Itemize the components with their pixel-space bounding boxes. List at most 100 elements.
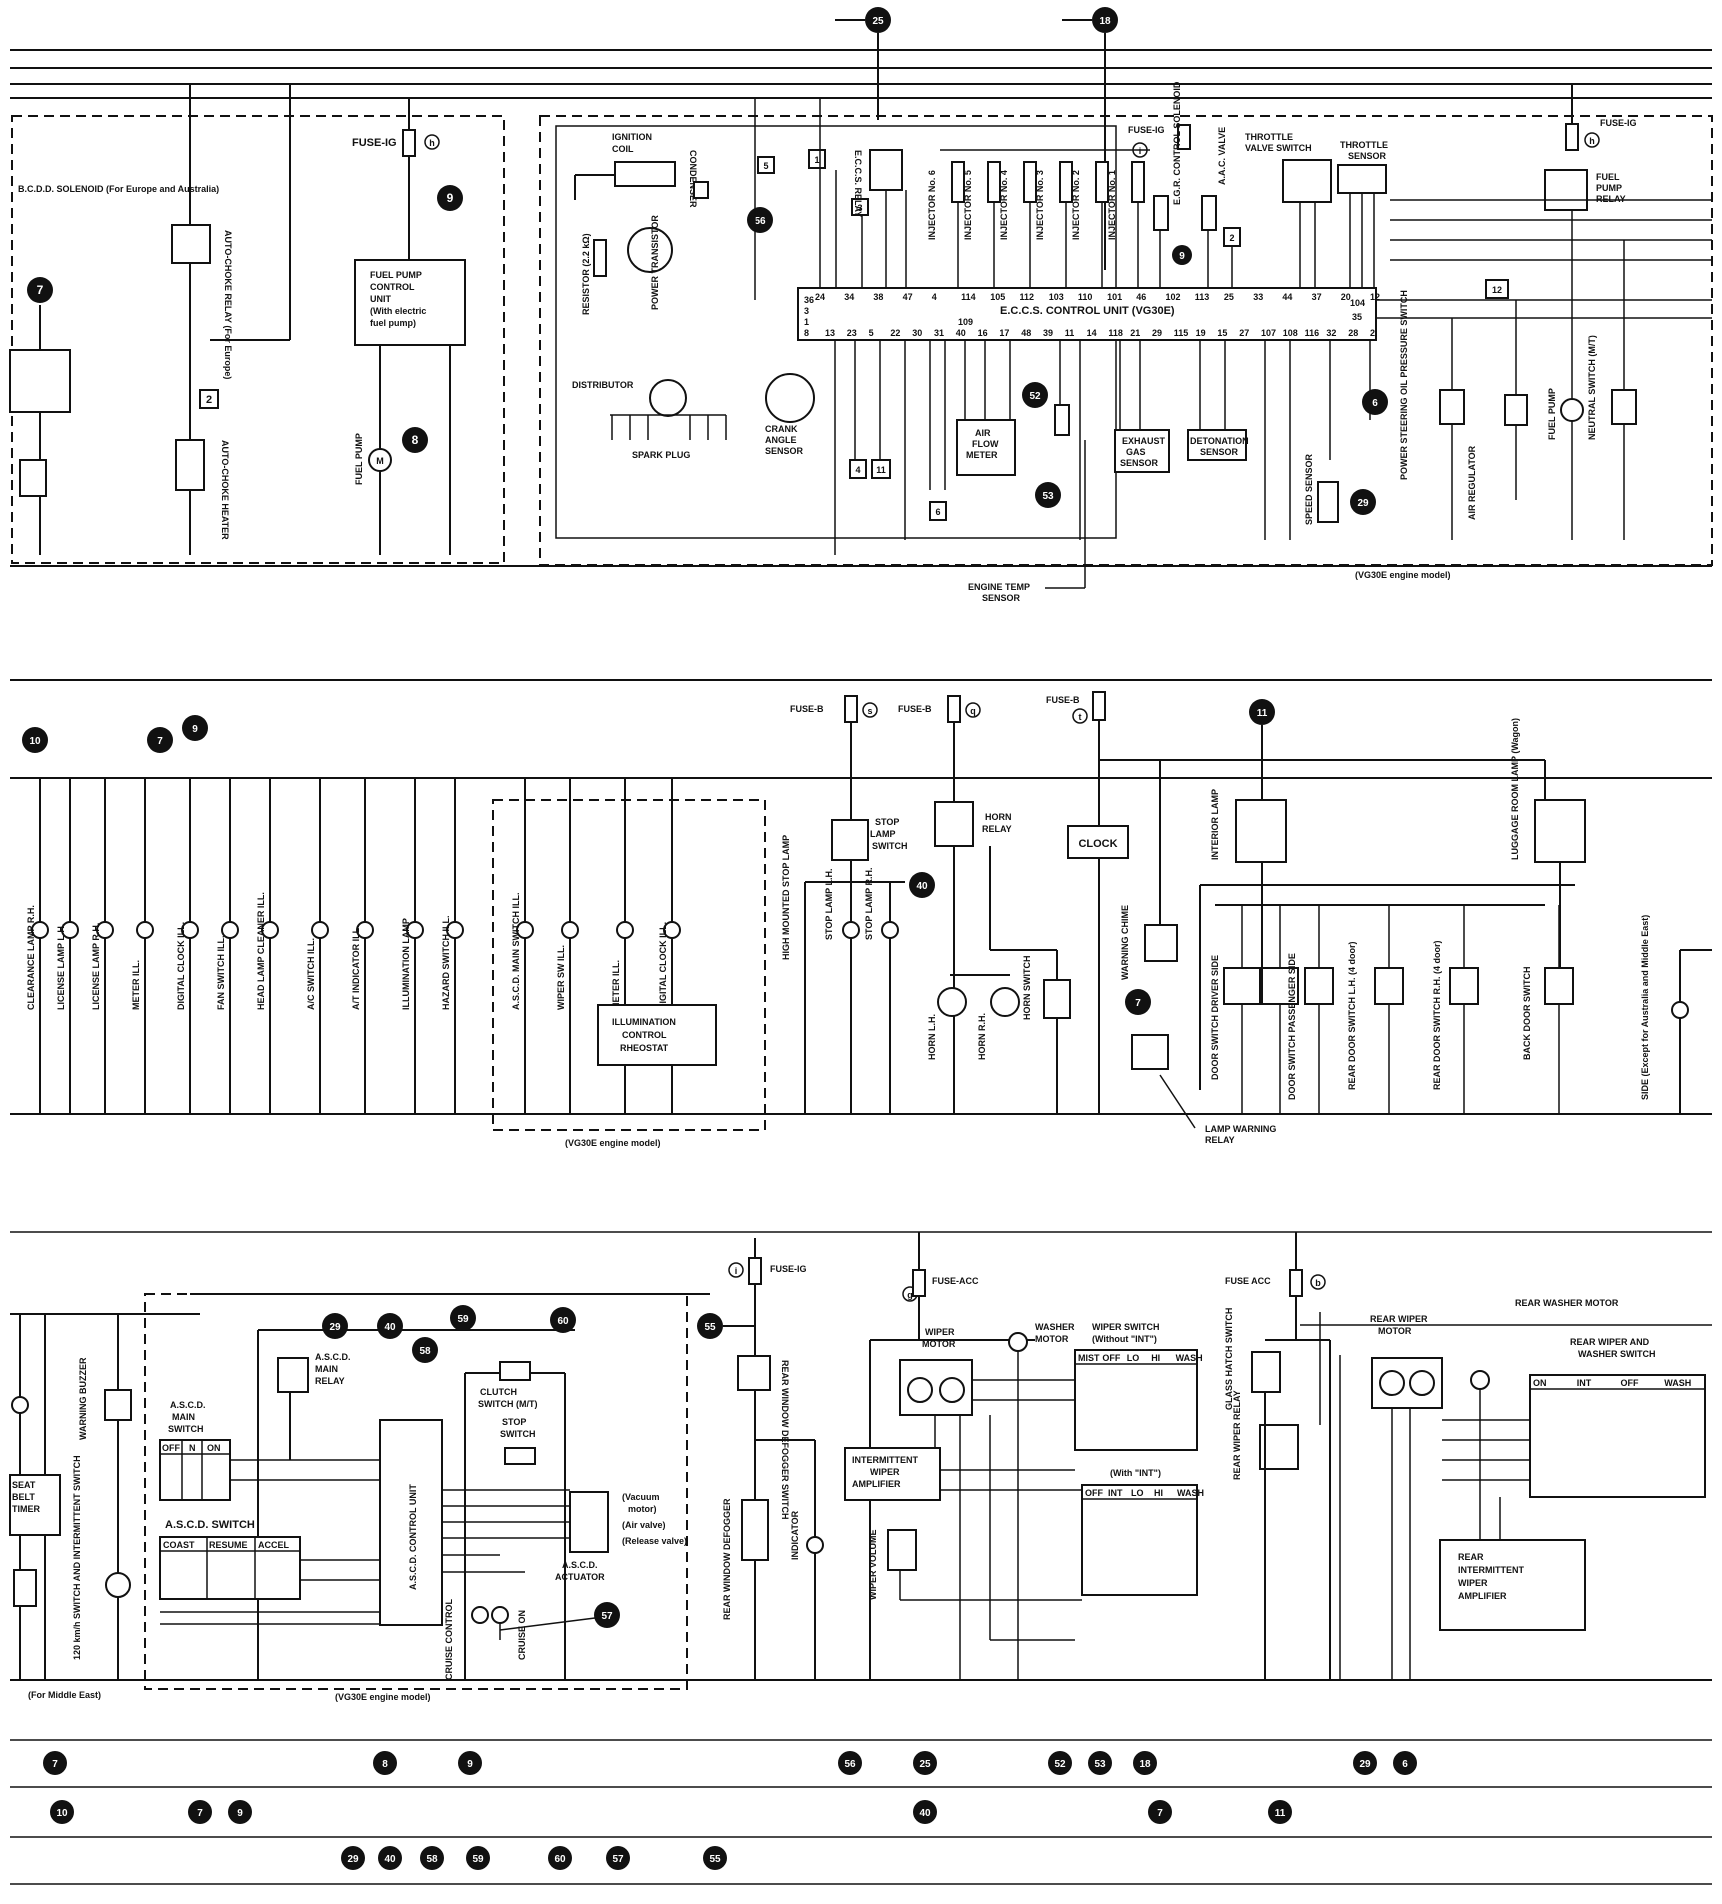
legend-connector [1268,1800,1292,1824]
rear-washer-motor-label: REAR WASHER MOTOR [1515,1298,1619,1308]
sq-11-label: 11 [876,465,886,475]
switch-col: WASH [1664,1378,1691,1388]
illumination-rheostat [597,1004,717,1066]
wiper-motor-label: WIPER MOTOR [922,1327,957,1349]
connector-57[interactable] [594,1602,620,1628]
connector-8-label: 8 [412,433,419,447]
injector-6-label: INJECTOR No. 6 [927,170,937,240]
connector-sq-9[interactable] [1172,245,1192,265]
frame-vg30e [539,115,1713,566]
legend-connector [50,1800,74,1824]
legend-connector-label: 18 [1139,1759,1151,1770]
seat-belt-switch [13,1569,37,1607]
wiper-volume [887,1529,917,1571]
fuel-pump-relay-label: FUEL PUMP RELAY [1596,172,1626,204]
distributor [649,379,687,417]
connector-29-ascd[interactable] [322,1313,348,1339]
connector-53[interactable] [1035,482,1061,508]
legend-connector [458,1751,482,1775]
injector-2-label: INJECTOR No. 2 [1071,170,1081,240]
lamp-bulb [181,921,199,939]
connector-9-mid[interactable] [182,715,208,741]
legend-connector-label: 8 [382,1759,388,1770]
lamp-warning-relay [1131,1034,1169,1070]
washer-motor-label: WASHER MOTOR [1035,1322,1077,1344]
connector-40-label: 40 [916,881,928,892]
eccs-pin: 113 [1195,292,1210,302]
connector-7-chime[interactable] [1125,989,1151,1015]
connector-29-ascd-label: 29 [329,1322,341,1333]
sq-1 [808,149,826,169]
connector-18-label: 18 [1099,16,1111,27]
fuel-pump-control-unit [354,259,466,346]
legend-connector [1088,1751,1112,1775]
lamp-label: LICENSE LAMP R.H. [91,923,101,1010]
frame-ascd-ill [492,799,766,1131]
rear-ww-switch-table [1529,1374,1706,1498]
connector-60[interactable] [550,1307,576,1333]
auto-choke-heater [175,439,205,491]
connector-40-ascd[interactable] [377,1313,403,1339]
sq-5-label: 5 [763,161,768,171]
rear-int-amp-label: REAR INTERMITTENT WIPER AMPLIFIER [1458,1552,1527,1601]
distributor-label: DISTRIBUTOR [572,380,634,390]
switch-col: INT [1108,1488,1123,1498]
ascd-actuator-wires [442,1489,570,1573]
connector-40-ascd-label: 40 [384,1322,396,1333]
eccs-pin: 48 [1021,328,1031,338]
legend-connector [341,1846,365,1870]
sq-12 [1485,279,1509,299]
exhaust-gas-label: EXHAUST GAS SENSOR [1120,436,1168,468]
connector-25[interactable] [865,7,891,33]
back-door-switch [1544,967,1574,1005]
fuse-b-q [947,695,961,723]
ascd-control-unit [379,1419,443,1626]
connector-11[interactable] [1249,699,1275,725]
wiper-wires [899,1351,1082,1680]
switch-col: WASH [1177,1488,1204,1498]
connector-59[interactable] [450,1305,476,1331]
ascd-ill-label: A.S.C.D. MAIN SWITCH ILL. [511,893,521,1011]
stop-lamp-rh [881,921,899,939]
legend-connector-label: 52 [1054,1759,1066,1770]
connector-9[interactable] [437,185,463,211]
connector-40[interactable] [909,872,935,898]
legend-connector-label: 53 [1094,1759,1106,1770]
rear-door-switch-lh [1304,967,1334,1005]
eccs-pin: 14 [1087,328,1097,338]
connector-55[interactable] [697,1313,723,1339]
eccs-pin: 25 [1224,292,1234,302]
air-flow-meter [956,419,1016,476]
stop-switch-label: STOP SWITCH [500,1417,536,1439]
connector-58[interactable] [412,1337,438,1363]
ascd-ill-bulb [561,921,579,939]
connector-18[interactable] [1092,7,1118,33]
connector-6[interactable] [1362,389,1388,415]
stop-lamp-switch [831,819,869,861]
seat-belt-lamp [11,1396,29,1414]
connector-29[interactable] [1350,489,1376,515]
connector-52-label: 52 [1029,391,1041,402]
fuse-ig-right-ring [1584,132,1600,148]
fuse-ig-1-letter: h [429,138,435,148]
fuse-ig-i-letter: i [1139,146,1142,156]
connector-56-label: 56 [754,216,766,227]
rear-defogger-label: REAR WINDOW DEFOGGER [722,1498,732,1620]
connector-7-mid[interactable] [147,727,173,753]
fuse-b-t-letter: t [1079,712,1082,722]
legend-connector-label: 57 [612,1854,624,1865]
eccs-pin: 21 [1130,328,1140,338]
rear-door-lh-label: REAR DOOR SWITCH L.H. (4 door) [1347,942,1357,1091]
connector-7[interactable] [27,277,53,303]
ascd-main-switch-table [159,1439,231,1501]
eccs-relay [869,149,903,191]
connector-10[interactable] [22,727,48,753]
fuse-b-q-label: FUSE-B [898,704,932,714]
connector-52[interactable] [1022,382,1048,408]
connector-8[interactable] [402,427,428,453]
door-switch-driver [1223,967,1261,1005]
connector-6-label: 6 [1372,398,1378,409]
connector-56[interactable] [747,207,773,233]
luggage-room-lamp [1534,799,1586,863]
